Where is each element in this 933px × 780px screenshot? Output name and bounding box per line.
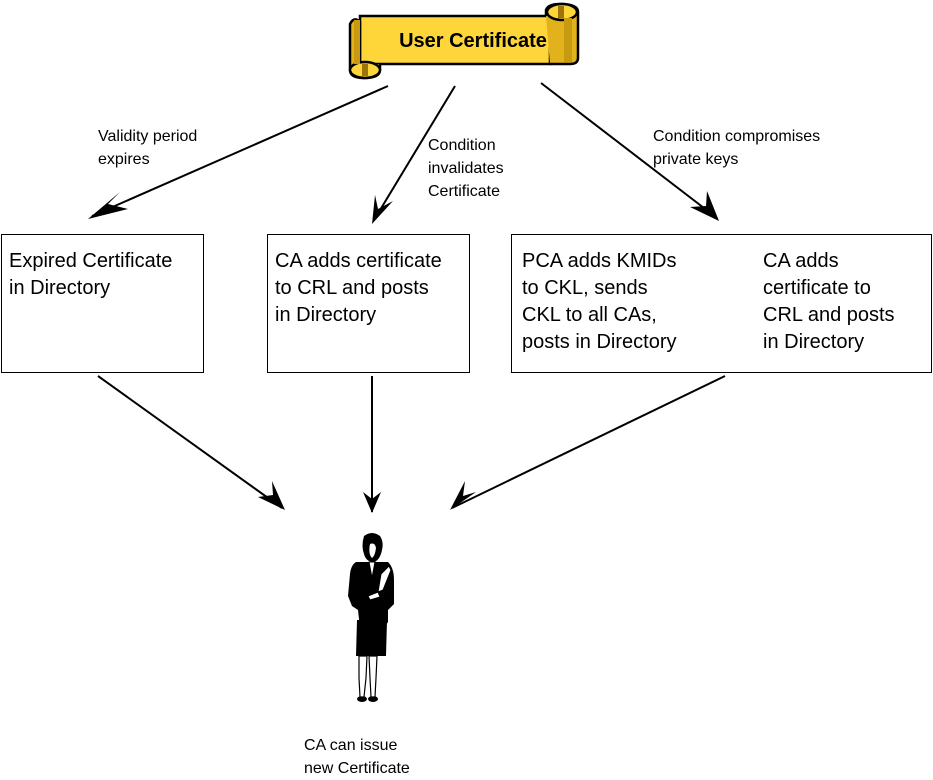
box-line: CA adds [763,250,839,272]
box-line: certificate to [763,277,871,299]
label-line: Condition compromises [653,128,821,145]
box-compromised-keys: PCA adds KMIDs to CKL, sends CKL to all … [511,234,932,373]
arrow-condition-invalidates [373,85,456,221]
box-line: posts in Directory [522,331,677,353]
user-certificate-banner: User Certificate [346,2,584,80]
label-line: expires [98,151,150,168]
label-line: Certificate [428,183,501,200]
box-ca-adds-crl: CA adds certificate to CRL and posts in … [267,234,470,373]
arrowhead-compromises [690,191,719,221]
label-line: Condition [428,137,496,154]
box-line: CKL to all CAs, [522,304,657,326]
box-line: to CKL, sends [522,277,648,299]
box-line: in Directory [275,304,377,326]
label-line: private keys [653,151,739,168]
arrowhead-compromised [450,481,476,510]
box-line: CRL and posts [763,304,895,326]
label-condition-invalidates: Condition invalidates Certificate [428,134,504,203]
box-line: in Directory [763,331,865,353]
arrow-validity-expires [91,85,389,217]
box-line: Expired Certificate [9,250,173,272]
box-line: to CRL and posts [275,277,429,299]
outcome-caption: CA can issue new Certificate [304,734,410,780]
arrowhead-invalidates [372,195,393,224]
arrowhead-crl [363,492,381,513]
box-column-ca: CA adds certificate to CRL and posts in … [763,248,895,356]
box-line: CA adds certificate [275,250,442,272]
arrowhead-expired [258,481,285,510]
banner-title: User Certificate [399,30,547,52]
caption-line: CA can issue [304,737,398,754]
scroll-icon [348,2,580,80]
arrow-expired-to-ca [97,375,283,509]
caption-line: new Certificate [304,760,410,777]
label-line: invalidates [428,160,504,177]
arrowhead-validity [88,192,128,219]
label-line: Validity period [98,128,198,145]
arrow-compromised-to-ca [451,375,726,509]
box-expired-certificate: Expired Certificate in Directory [1,234,204,373]
arrow-condition-compromises [540,82,718,219]
box-line: PCA adds KMIDs [522,250,677,272]
box-column-pca: PCA adds KMIDs to CKL, sends CKL to all … [522,248,677,356]
label-condition-compromises: Condition compromises private keys [653,125,820,171]
box-line: in Directory [9,277,111,299]
label-validity-period: Validity period expires [98,125,197,171]
